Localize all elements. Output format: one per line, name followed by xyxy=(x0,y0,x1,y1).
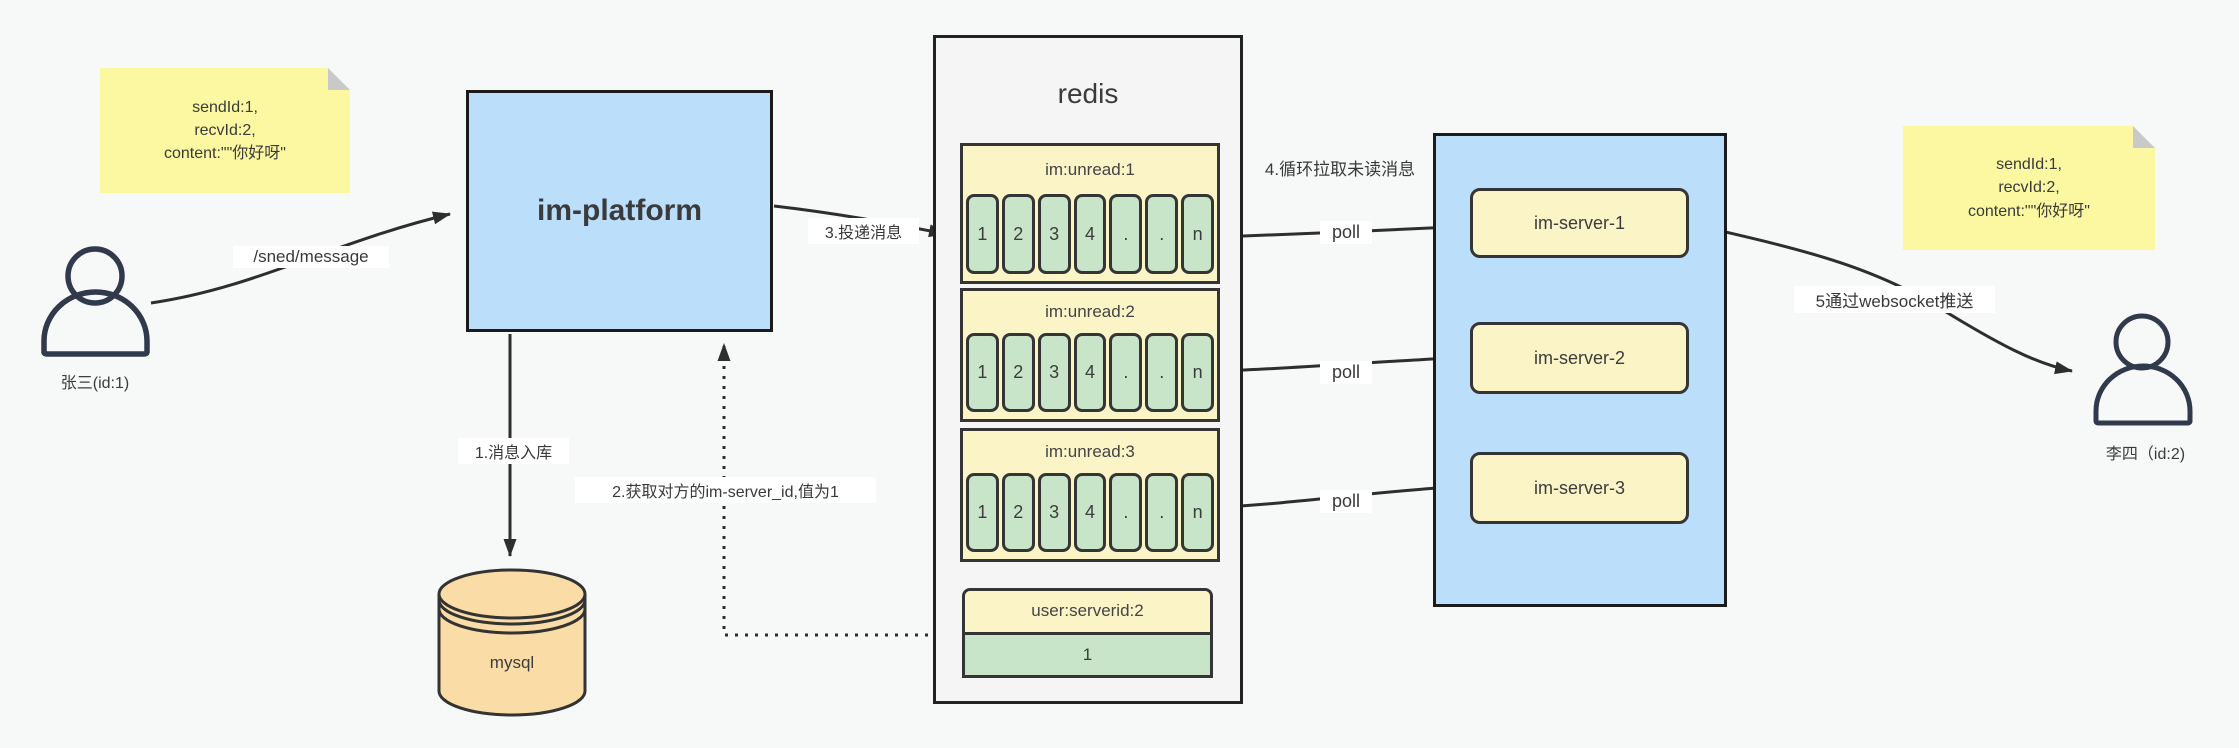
sticky-note-sender: sendId:1, recvId:2, content:""你好呀" xyxy=(100,68,350,193)
edge-label-poll-1: poll xyxy=(1320,221,1372,244)
queue-cell: . xyxy=(1109,333,1143,412)
queue-header: im:unread:2 xyxy=(1045,302,1135,321)
sender-person-icon xyxy=(41,246,150,357)
queue-cell: 3 xyxy=(1037,194,1071,274)
edge-label-step4: 4.循环拉取未读消息 xyxy=(1264,160,1416,179)
redis-user-serverid-box: user:serverid:2 1 xyxy=(962,588,1213,678)
queue-cell: 4 xyxy=(1073,194,1107,274)
im-server-2-label: im-server-2 xyxy=(1533,347,1625,368)
queue-cell: 1 xyxy=(966,473,999,552)
im-server-1-label: im-server-1 xyxy=(1533,212,1625,233)
queue-cell: 1 xyxy=(966,194,999,274)
im-platform-node: im-platform xyxy=(466,90,773,332)
note-line: recvId:2, xyxy=(194,121,256,139)
queue-cell: 4 xyxy=(1073,333,1107,412)
note-line: sendId:1, xyxy=(192,98,258,116)
im-server-1-node: im-server-1 xyxy=(1470,188,1689,258)
edge-label-step1: 1.消息入库 xyxy=(458,438,569,464)
queue-cell: 2 xyxy=(1001,333,1035,412)
note-line: content:""你好呀" xyxy=(164,145,286,163)
edge-label-poll-2: poll xyxy=(1320,361,1372,384)
mysql-cylinder xyxy=(437,568,587,717)
queue-cell: n xyxy=(1181,473,1215,552)
queue-cell: 2 xyxy=(1001,473,1035,552)
queue-cell: 4 xyxy=(1073,473,1107,552)
note-line: recvId:2, xyxy=(1998,179,2060,197)
edge-label-step5: 5通过websocket推送 xyxy=(1794,286,1995,313)
queue-cell: n xyxy=(1181,333,1215,412)
user-serverid-value: 1 xyxy=(965,634,1210,675)
queue-cell: 3 xyxy=(1037,473,1071,552)
edge-label-step2: 2.获取对方的im-server_id,值为1 xyxy=(575,477,876,503)
queue-cell: . xyxy=(1109,473,1143,552)
note-line: content:""你好呀" xyxy=(1968,202,2090,220)
sticky-note-receiver: sendId:1, recvId:2, content:""你好呀" xyxy=(1903,126,2155,250)
mysql-label: mysql xyxy=(489,653,535,672)
queue-cell: . xyxy=(1145,333,1179,412)
queue-cell: . xyxy=(1109,194,1143,274)
queue-cell: 2 xyxy=(1001,194,1035,274)
user-serverid-key: user:serverid:2 xyxy=(965,591,1210,635)
queue-header: im:unread:1 xyxy=(1045,160,1135,179)
im-server-2-node: im-server-2 xyxy=(1470,322,1689,394)
queue-cell: 3 xyxy=(1037,333,1071,412)
edge-label-step3: 3.投递消息 xyxy=(808,218,919,244)
edge-label-send: /sned/message xyxy=(233,246,389,268)
edge-label-poll-3: poll xyxy=(1320,490,1372,513)
receiver-person-icon xyxy=(2093,313,2193,426)
note-line: sendId:1, xyxy=(1996,156,2062,174)
sender-label: 张三(id:1) xyxy=(60,375,130,392)
im-server-3-node: im-server-3 xyxy=(1470,452,1689,524)
redis-title: redis xyxy=(1057,78,1119,109)
queue-cell: . xyxy=(1145,473,1179,552)
queue-cell: n xyxy=(1181,194,1215,274)
queue-cell: . xyxy=(1145,194,1179,274)
im-server-3-label: im-server-3 xyxy=(1533,477,1625,498)
receiver-label: 李四（id:2) xyxy=(2105,446,2186,463)
queue-header: im:unread:3 xyxy=(1045,442,1135,461)
im-platform-label: im-platform xyxy=(537,194,702,227)
queue-cell: 1 xyxy=(966,333,999,412)
